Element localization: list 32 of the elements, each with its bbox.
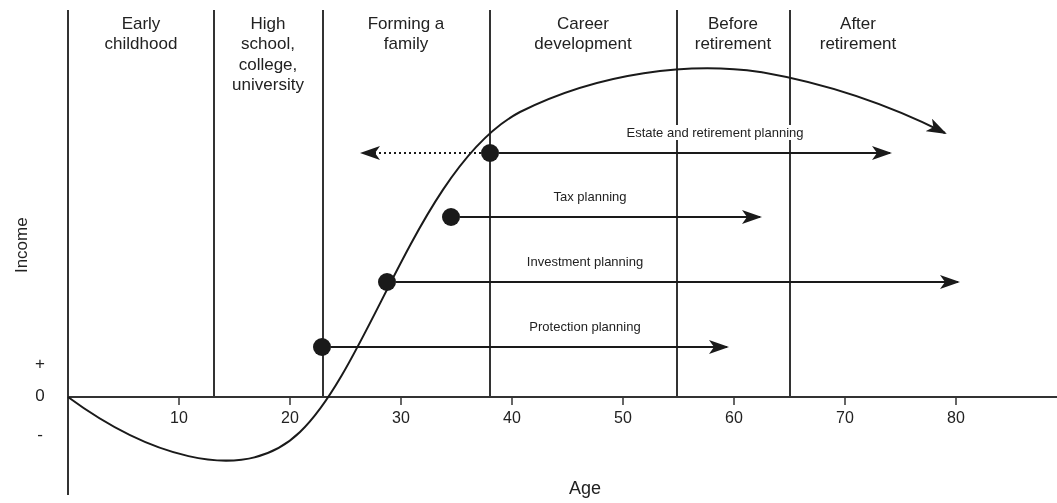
axis-sign: + xyxy=(34,354,46,375)
stage-label: Career development xyxy=(533,14,633,55)
edge-label: Investment planning xyxy=(524,254,646,269)
arrow xyxy=(459,210,762,224)
axis-tick-label: 80 xyxy=(946,408,966,428)
start-dot xyxy=(378,273,396,291)
dotted-arrow xyxy=(360,146,482,160)
axis-tick-label: 20 xyxy=(280,408,300,428)
axis-tick-label: 60 xyxy=(724,408,744,428)
stage-label: High school, college, university xyxy=(231,14,305,96)
stage-label: Early childhood xyxy=(103,14,179,55)
axis-tick-label: 40 xyxy=(502,408,522,428)
axis-tick-label: 50 xyxy=(613,408,633,428)
edge-label: Tax planning xyxy=(551,189,629,204)
axis-tick-label: 30 xyxy=(391,408,411,428)
axis-tick-label: 0 xyxy=(34,386,46,407)
edge-label: Protection planning xyxy=(527,319,643,334)
arrow xyxy=(395,275,960,289)
start-dot xyxy=(442,208,460,226)
stage-label: Before retirement xyxy=(693,14,773,55)
start-dot xyxy=(481,144,499,162)
axis-title: Age xyxy=(568,478,602,500)
stage-label: Forming a family xyxy=(366,14,446,55)
edge-label: Estate and retirement planning xyxy=(624,125,806,140)
axis-sign: - xyxy=(36,425,44,446)
start-dot xyxy=(313,338,331,356)
axis-tick-label: 10 xyxy=(169,408,189,428)
arrow xyxy=(498,146,892,160)
stage-label: After retirement xyxy=(818,14,898,55)
axis-tick-label: 70 xyxy=(835,408,855,428)
arrow xyxy=(330,340,729,354)
axis-title: Income xyxy=(11,216,32,276)
